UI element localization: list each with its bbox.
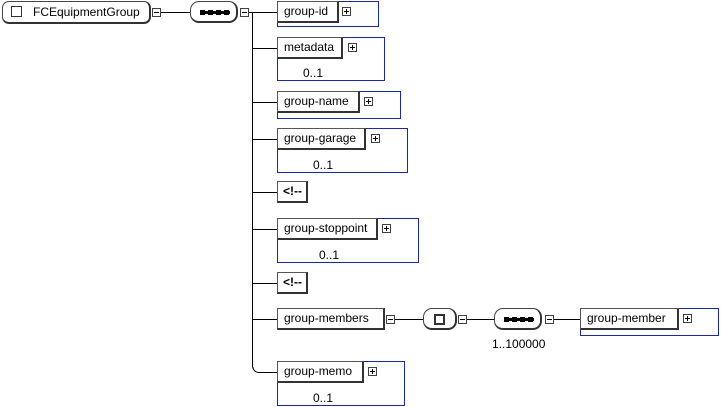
- group-memo-expand-toggle[interactable]: [368, 367, 377, 376]
- members-sequence-compositor[interactable]: [494, 308, 542, 330]
- comment-node[interactable]: <!--: [277, 181, 308, 203]
- element-name-group-garage[interactable]: group-garage: [277, 128, 366, 150]
- members-sequence-occurrence: 1..100000: [492, 337, 546, 351]
- sequence-icon: [200, 10, 230, 15]
- group-stoppoint-expand-toggle[interactable]: [382, 224, 391, 233]
- group-stoppoint-occurrence: 0..1: [319, 248, 340, 262]
- element-name-group-members[interactable]: group-members: [277, 308, 385, 330]
- group-garage-expand-toggle[interactable]: [371, 134, 380, 143]
- sequence-icon: [504, 317, 534, 322]
- element-name-metadata[interactable]: metadata: [277, 37, 343, 59]
- sequence-compositor[interactable]: [190, 1, 238, 23]
- members-sequence-collapse-toggle[interactable]: [545, 315, 554, 324]
- element-name-group-id[interactable]: group-id: [277, 1, 339, 23]
- choice-icon: [434, 314, 445, 325]
- element-name-group-name[interactable]: group-name: [277, 91, 360, 113]
- group-memo-occurrence: 0..1: [313, 391, 334, 405]
- root-element-label: FCEquipmentGroup: [33, 5, 140, 19]
- element-name-group-memo[interactable]: group-memo: [277, 361, 364, 383]
- metadata-occurrence: 0..1: [303, 66, 324, 80]
- group-garage-occurrence: 0..1: [313, 158, 334, 172]
- sequence-collapse-toggle[interactable]: [240, 8, 249, 17]
- choice-compositor[interactable]: [423, 308, 457, 330]
- group-members-collapse-toggle[interactable]: [386, 315, 395, 324]
- root-collapse-toggle[interactable]: [152, 8, 161, 17]
- comment-node[interactable]: <!--: [277, 272, 308, 294]
- metadata-expand-toggle[interactable]: [348, 43, 357, 52]
- group-id-expand-toggle[interactable]: [342, 7, 351, 16]
- element-name-group-stoppoint[interactable]: group-stoppoint: [277, 218, 378, 240]
- root-element[interactable]: FCEquipmentGroup: [2, 1, 151, 24]
- group-member-expand-toggle[interactable]: [683, 314, 692, 323]
- element-icon: [11, 6, 22, 17]
- element-name-group-member[interactable]: group-member: [580, 308, 679, 330]
- group-name-expand-toggle[interactable]: [364, 97, 373, 106]
- choice-collapse-toggle[interactable]: [458, 315, 467, 324]
